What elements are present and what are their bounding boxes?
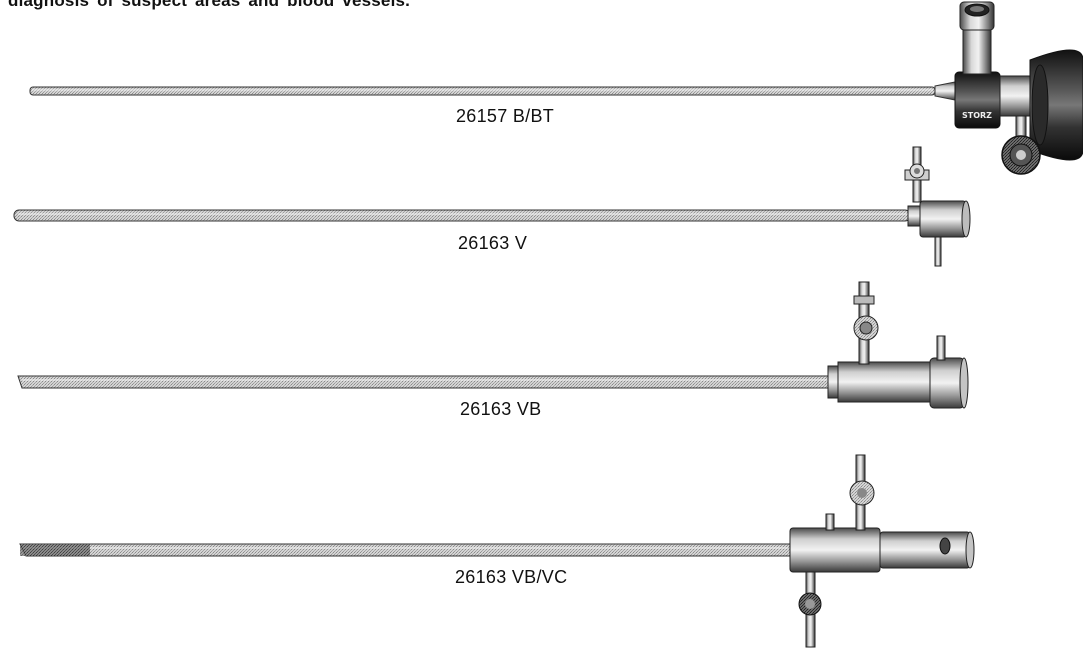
model-label-3: 26163 VB <box>460 399 542 419</box>
sheath-26163-vbvc-illustration <box>19 454 975 648</box>
model-label-2: 26163 V <box>458 233 528 253</box>
page-heading: diagnosis of suspect areas and blood ves… <box>8 0 411 10</box>
sheath-26163-v-illustration <box>13 146 971 267</box>
model-label-4: 26163 VB/VC <box>455 567 568 587</box>
model-label-1: 26157 B/BT <box>456 106 555 126</box>
storz-logo: STORZ <box>962 111 992 120</box>
telescope-26157-illustration: STORZ <box>29 1 1083 175</box>
sheath-26163-vb-illustration <box>17 281 969 409</box>
